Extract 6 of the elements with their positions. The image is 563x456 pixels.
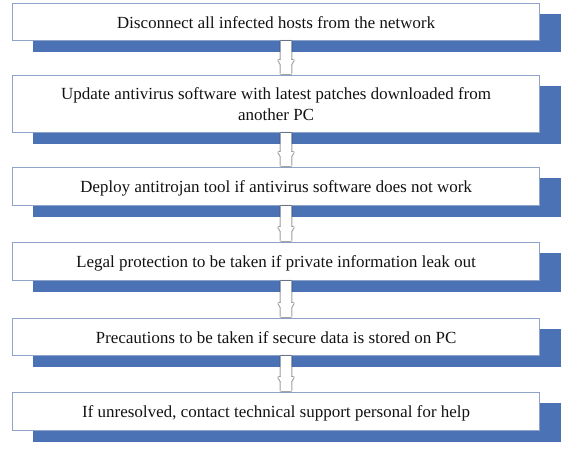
step-text: Legal protection to be taken if private information leak out (76, 251, 476, 272)
step-text: Precautions to be taken if secure data is stored on PC (96, 326, 456, 348)
step-text: Deploy antitrojan tool if antivirus software does not work (80, 176, 472, 197)
step-text: Update antivirus software with latest patches downloaded from another PC (60, 83, 492, 125)
step-text: If unresolved, contact technical support personal for help (82, 401, 470, 422)
step-text: Disconnect all infected hosts from the network (116, 12, 436, 32)
